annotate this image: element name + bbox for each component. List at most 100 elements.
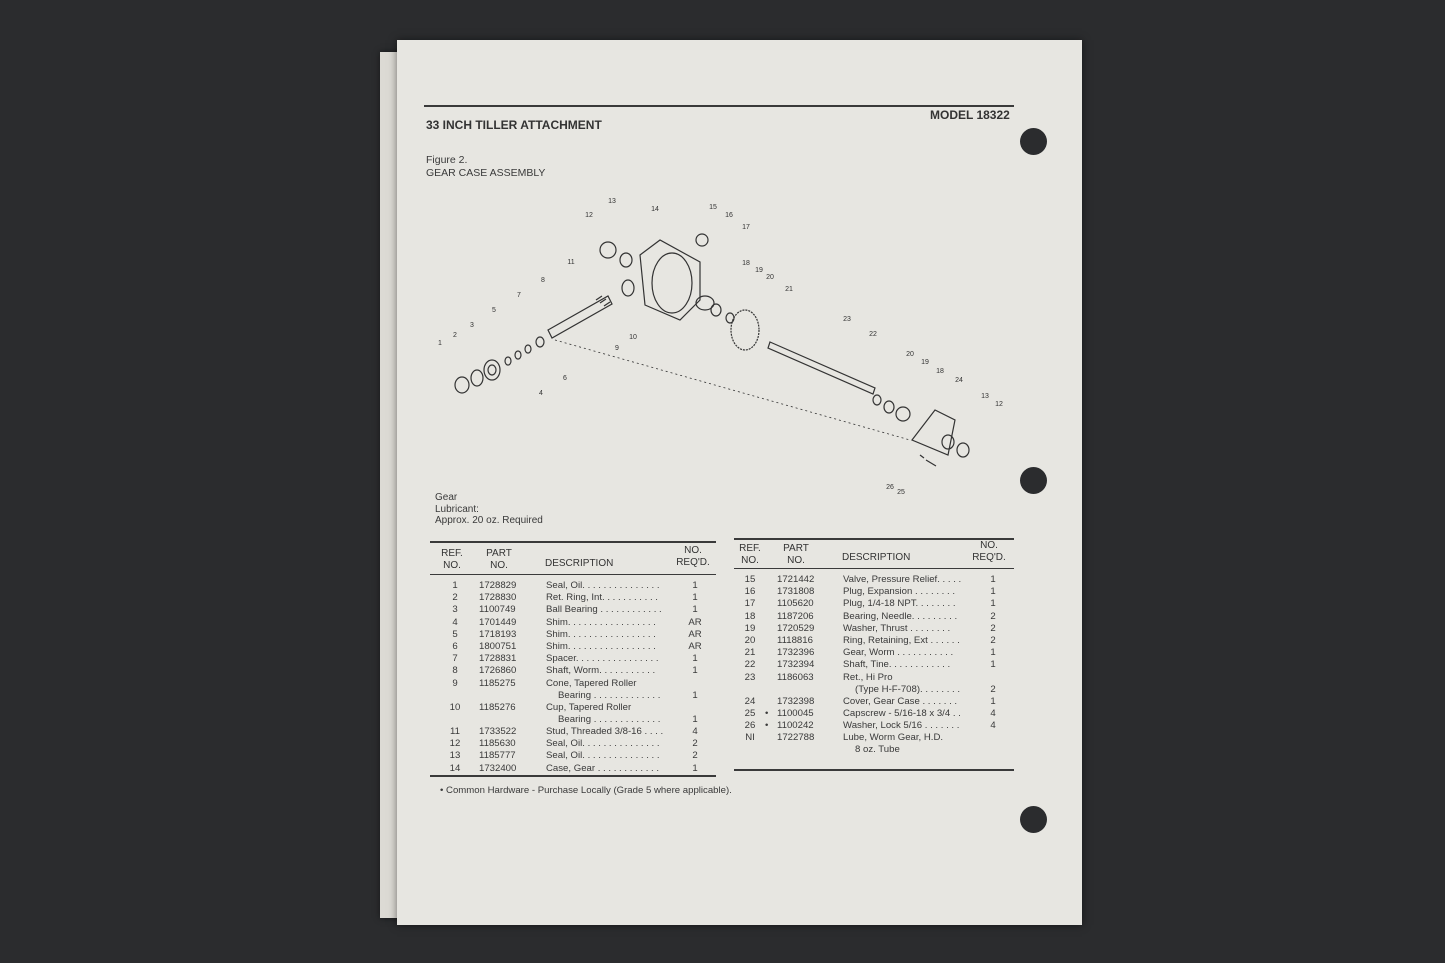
description: Spacer. . . . . . . . . . . . . . . . — [546, 653, 659, 665]
qty-required: 1 — [990, 659, 996, 671]
ref-no: 21 — [744, 647, 756, 659]
header-text: NO. — [787, 555, 805, 566]
qty-required: AR — [688, 641, 702, 652]
qty-required: 1 — [692, 592, 698, 604]
diagram-callout: 10 — [629, 334, 637, 341]
part-no: 1185777 — [479, 750, 516, 762]
description: Bearing, Needle. . . . . . . . . — [843, 610, 958, 622]
lubricant-note-line: Approx. 20 oz. Required — [435, 515, 543, 526]
header-text: NO. — [741, 555, 759, 566]
part-no: 1100242 — [777, 720, 814, 732]
header-text: REF. — [441, 548, 463, 559]
diagram-callout: 21 — [785, 286, 793, 293]
qty-required: AR — [688, 616, 702, 628]
description: Ring, Retaining, Ext . . . . . . — [843, 635, 960, 646]
qty-required: 1 — [990, 586, 996, 598]
qty-required: 2 — [990, 610, 996, 622]
ref-no: 23 — [744, 671, 756, 683]
ref-no: 15 — [744, 574, 756, 585]
qty-required: 1 — [692, 689, 698, 701]
punch-hole — [1020, 128, 1047, 155]
ref-no: 7 — [452, 653, 458, 665]
description: Shaft, Worm. . . . . . . . . . . — [546, 665, 656, 677]
table-rule — [430, 775, 716, 777]
diagram-callout: 13 — [608, 198, 616, 205]
header-rule — [424, 105, 1014, 107]
description: Cup, Tapered Roller — [546, 701, 632, 713]
description: Shim. . . . . . . . . . . . . . . . . — [546, 628, 656, 640]
part-no: 1187206 — [777, 610, 814, 622]
ref-no: 11 — [450, 726, 460, 737]
diagram-callout: 1 — [438, 340, 442, 347]
qty-required: 2 — [990, 635, 996, 646]
ref-no: 12 — [449, 738, 461, 750]
diagram-callout: 16 — [725, 212, 733, 219]
qty-required: 1 — [692, 653, 698, 665]
diagram-callout: 17 — [742, 224, 750, 231]
header-text: NO. — [443, 560, 461, 571]
description: Valve, Pressure Relief. . . . . — [843, 574, 962, 585]
table-rule — [734, 538, 1014, 540]
part-no: 1718193 — [479, 628, 517, 640]
description: Gear, Worm . . . . . . . . . . . — [843, 647, 954, 659]
diagram-callout: 13 — [981, 393, 989, 400]
part-no: 1732394 — [777, 659, 815, 671]
punch-hole — [1020, 467, 1047, 494]
diagram-callout: 22 — [869, 331, 877, 338]
diagram-callout: 12 — [585, 212, 593, 219]
description: Cover, Gear Case . . . . . . . — [843, 695, 958, 707]
part-no: 1118816 — [777, 635, 813, 646]
header-text: PART — [783, 543, 809, 554]
lubricant-note-line: Gear — [435, 492, 458, 503]
diagram-callout: 11 — [567, 259, 574, 266]
qty-required: 1 — [692, 580, 698, 591]
header-text: PART — [486, 548, 512, 559]
part-no: 1100749 — [479, 604, 516, 616]
description: Plug, 1/4-18 NPT. . . . . . . . — [843, 598, 956, 610]
diagram-callout: 12 — [995, 401, 1003, 408]
table-rule — [430, 541, 716, 543]
header-text: NO. — [684, 545, 702, 556]
document-page — [397, 40, 1082, 925]
ref-no: 3 — [452, 604, 458, 616]
description: Lube, Worm Gear, H.D. — [843, 732, 944, 744]
qty-required: 1 — [692, 713, 698, 725]
part-no: 1800751 — [479, 641, 517, 652]
punch-hole — [1020, 806, 1047, 833]
ref-no: 1 — [452, 580, 458, 591]
qty-required: 1 — [692, 762, 698, 774]
header-ref-no: REF.NO. — [734, 543, 766, 567]
qty-required: 1 — [692, 665, 698, 677]
part-no: 1720529 — [777, 622, 815, 634]
ref-no: 14 — [449, 762, 461, 774]
ref-no: NI — [745, 732, 755, 744]
part-no: 1728830 — [479, 592, 517, 604]
ref-no: 26 — [744, 720, 756, 732]
qty-required: AR — [688, 628, 702, 640]
description-continued: (Type H-F-708). . . . . . . . — [855, 683, 961, 695]
qty-required: 1 — [692, 604, 698, 616]
header-description: DESCRIPTION — [545, 558, 614, 569]
part-no: 1732398 — [777, 695, 815, 707]
common-hardware-bullet: • — [765, 720, 769, 732]
diagram-callout: 4 — [539, 390, 543, 397]
ref-no: 4 — [452, 616, 458, 628]
description: Capscrew - 5/16-18 x 3/4 . . — [843, 708, 961, 719]
part-no: 1728829 — [479, 580, 517, 591]
ref-no: 10 — [449, 701, 461, 713]
qty-required: 1 — [990, 598, 996, 610]
